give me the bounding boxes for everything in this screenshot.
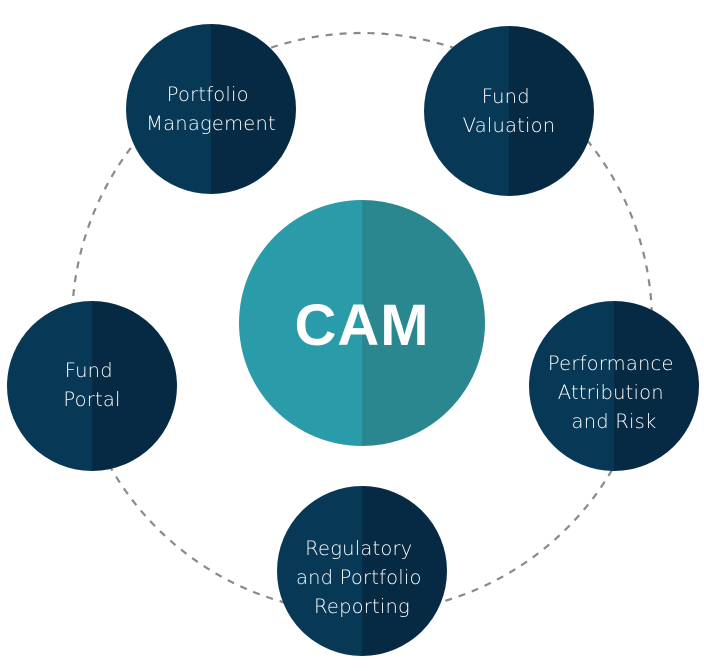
node-fund-portal[interactable]: Fund Portal — [7, 301, 177, 471]
node-label-line: Portfolio — [167, 83, 249, 106]
node-label-line: Portal — [63, 388, 120, 411]
node-label-line: Fund — [482, 85, 530, 108]
node-label: Fund Portal — [63, 359, 120, 411]
node-label-line: Management — [146, 112, 276, 135]
node-label: Performance Attribution and Risk — [548, 352, 680, 433]
node-left-half — [7, 301, 92, 471]
node-label: Fund Valuation — [463, 85, 556, 137]
node-portfolio-management[interactable]: Portfolio Management — [126, 24, 296, 194]
node-right-half — [211, 24, 296, 194]
node-label-line: Fund — [65, 359, 113, 382]
center-hub[interactable]: CAM — [239, 200, 485, 446]
node-regulatory-portfolio-reporting[interactable]: Regulatory and Portfolio Reporting — [277, 486, 447, 656]
node-label-line: and Portfolio — [296, 566, 422, 589]
node-right-half — [509, 26, 594, 196]
node-right-half — [92, 301, 177, 471]
node-performance-attribution-risk[interactable]: Performance Attribution and Risk — [529, 301, 699, 471]
node-fund-valuation[interactable]: Fund Valuation — [424, 26, 594, 196]
node-left-half — [126, 24, 211, 194]
node-label-line: Valuation — [463, 114, 556, 137]
node-label-line: Reporting — [314, 595, 410, 618]
node-label-line: and Risk — [572, 410, 657, 433]
center-hub-label: CAM — [294, 293, 429, 358]
node-label: Portfolio Management — [146, 83, 276, 135]
node-label-line: Performance — [548, 352, 674, 375]
node-label-line: Regulatory — [305, 537, 412, 560]
node-left-half — [424, 26, 509, 196]
node-label: Regulatory and Portfolio Reporting — [296, 537, 428, 618]
node-label-line: Attribution — [558, 381, 664, 404]
